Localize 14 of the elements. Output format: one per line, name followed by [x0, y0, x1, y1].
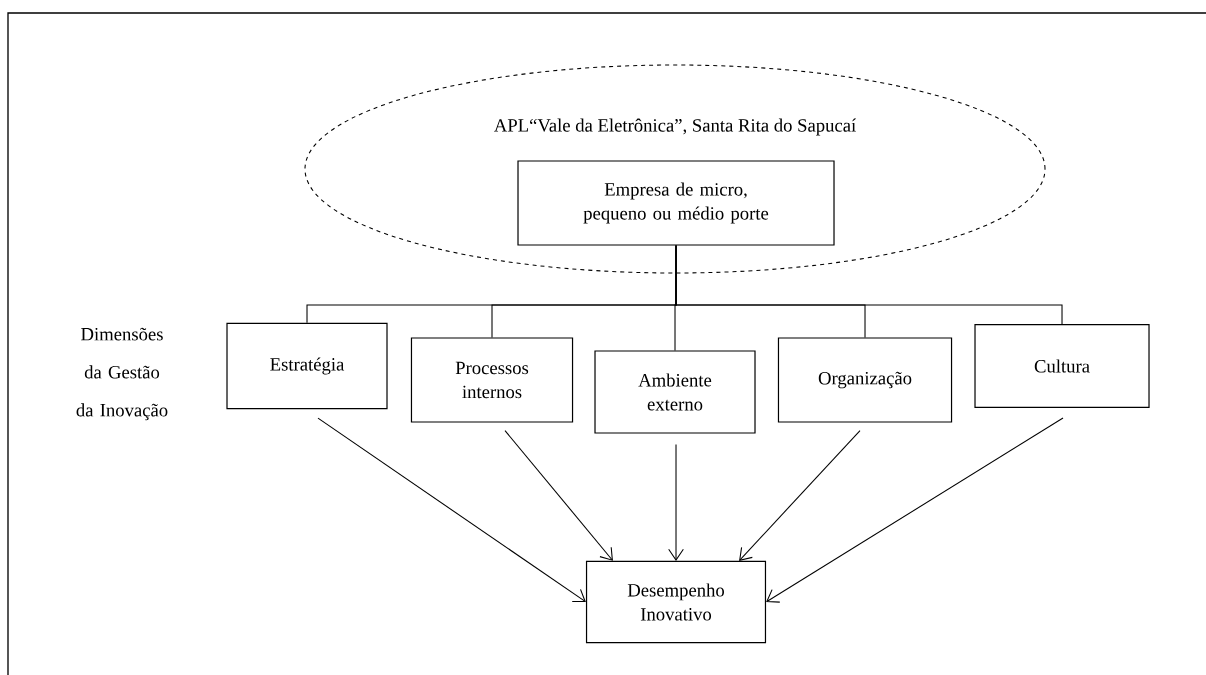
- text-box: Empresa de micro, pequeno ou médio porte: [517, 160, 835, 246]
- connector-line: [675, 245, 1063, 325]
- arrow: [766, 417, 1064, 603]
- arrow: [739, 430, 861, 561]
- text-box: Processos internos: [410, 337, 574, 423]
- arrow: [317, 417, 586, 603]
- text-box: Organização: [777, 337, 953, 423]
- text-box: Cultura: [974, 323, 1150, 409]
- arrow: [668, 444, 684, 561]
- text-box: Desempenho Inovativo: [585, 560, 767, 644]
- text-box: Ambiente externo: [594, 350, 756, 434]
- side-label: Dimensões da Gestão da Inovação: [76, 327, 168, 421]
- arrow: [504, 430, 613, 561]
- text-box: Estratégia: [226, 322, 388, 410]
